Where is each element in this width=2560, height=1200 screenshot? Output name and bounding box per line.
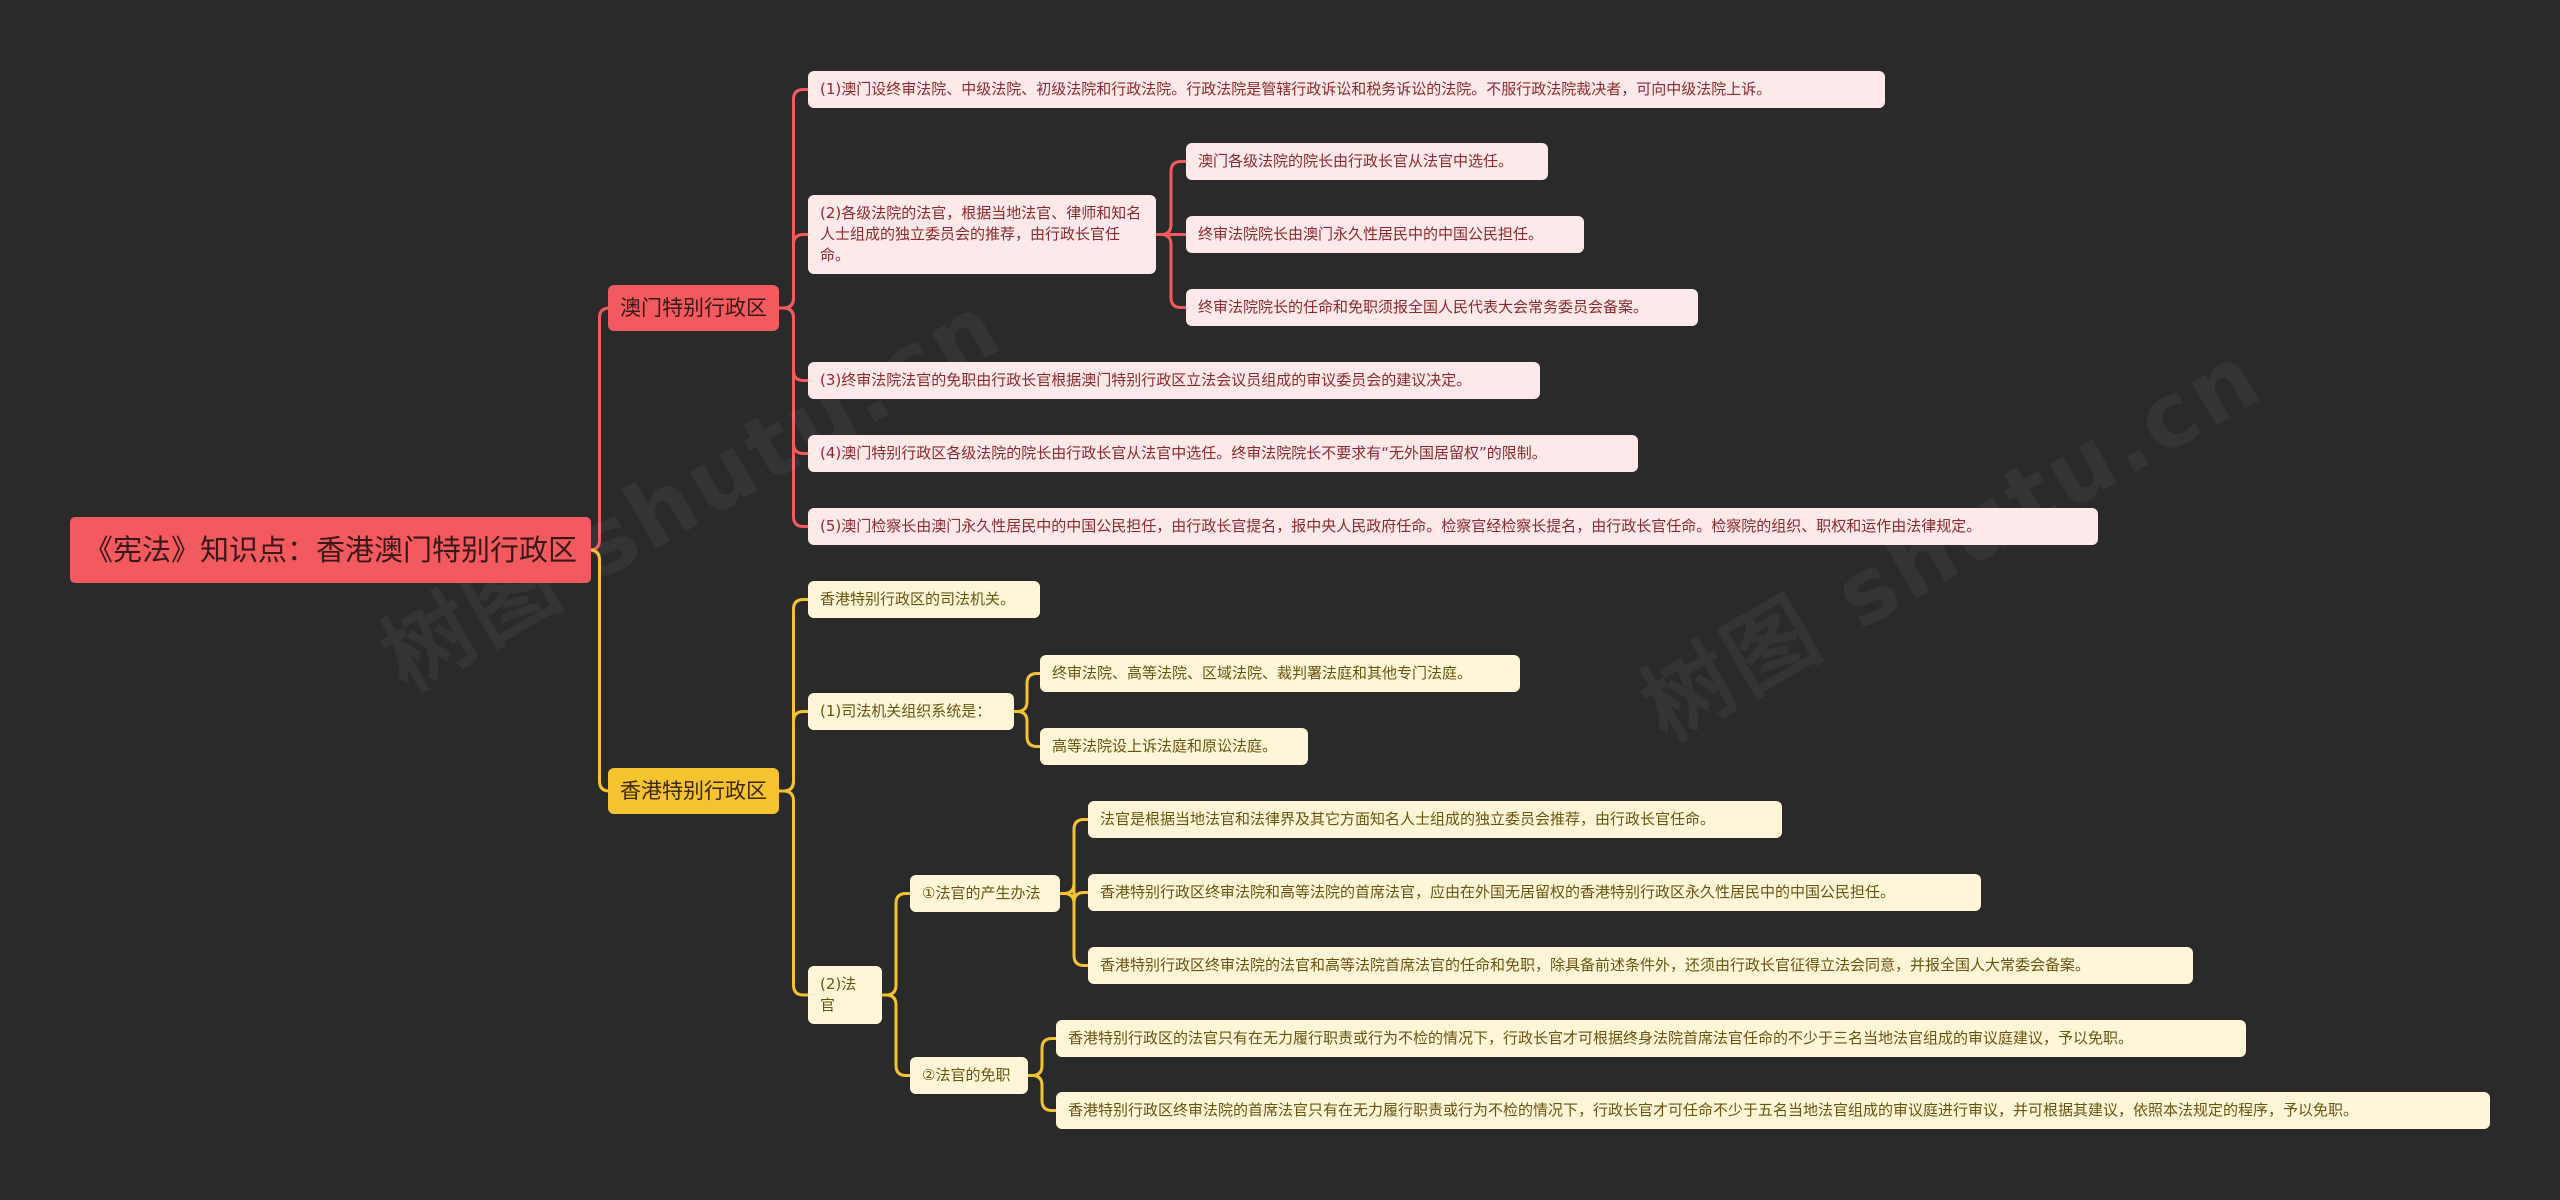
macau-item-2a[interactable]: 澳门各级法院的院长由行政长官从法官中选任。 <box>1186 143 1548 180</box>
connector <box>1014 710 1040 748</box>
macau-item-2b[interactable]: 终审法院院长由澳门永久性居民中的中国公民担任。 <box>1186 216 1584 253</box>
macau-item-3[interactable]: (3)终审法院法官的免职由行政长官根据澳门特别行政区立法会议员组成的审议委员会的… <box>808 362 1540 399</box>
connector <box>882 993 910 1077</box>
connector <box>779 710 808 793</box>
connector <box>1060 818 1088 895</box>
connector <box>779 789 808 997</box>
hk-item-2a1[interactable]: 法官是根据当地法官和法律界及其它方面知名人士组成的独立委员会推荐，由行政长官任命… <box>1088 801 1782 838</box>
hk-item-2a2[interactable]: 香港特别行政区终审法院和高等法院的首席法官，应由在外国无居留权的香港特别行政区永… <box>1088 874 1981 911</box>
connector <box>779 306 808 528</box>
hk-item-2b2[interactable]: 香港特别行政区终审法院的首席法官只有在无力履行职责或行为不检的情况下，行政长官才… <box>1056 1092 2490 1129</box>
connector <box>1060 892 1088 967</box>
hk-item-1[interactable]: (1)司法机关组织系统是： <box>808 693 1014 730</box>
root-node[interactable]: 《宪法》知识点：香港澳门特别行政区 <box>70 517 592 583</box>
hk-item-2[interactable]: (2)法官 <box>808 966 882 1024</box>
macau-item-4[interactable]: (4)澳门特别行政区各级法院的院长由行政长官从法官中选任。终审法院院长不要求有“… <box>808 435 1638 472</box>
hk-item-0[interactable]: 香港特别行政区的司法机关。 <box>808 581 1040 618</box>
connector <box>882 892 910 997</box>
hk-item-2b[interactable]: ②法官的免职 <box>910 1057 1028 1094</box>
connector <box>1156 233 1186 309</box>
hk-item-2a3[interactable]: 香港特别行政区终审法院的法官和高等法院首席法官的任命和免职，除具备前述条件外，还… <box>1088 947 2193 984</box>
connector <box>779 233 808 310</box>
macau-item-5[interactable]: (5)澳门检察长由澳门永久性居民中的中国公民担任，由行政长官提名，报中央人民政府… <box>808 508 2098 545</box>
connector <box>1028 1074 1056 1112</box>
macau-item-2[interactable]: (2)各级法院的法官，根据当地法官、律师和知名人士组成的独立委员会的推荐，由行政… <box>808 195 1156 274</box>
branch-macau[interactable]: 澳门特别行政区 <box>608 285 779 331</box>
connector <box>1028 1037 1056 1077</box>
hk-item-1b[interactable]: 高等法院设上诉法庭和原讼法庭。 <box>1040 728 1308 765</box>
connector <box>589 548 610 793</box>
connector <box>1014 672 1040 713</box>
hk-item-2b1[interactable]: 香港特别行政区的法官只有在无力履行职责或行为不检的情况下，行政长官才可根据终身法… <box>1056 1020 2246 1057</box>
macau-item-2c[interactable]: 终审法院院长的任命和免职须报全国人民代表大会常务委员会备案。 <box>1186 289 1698 326</box>
macau-item-1[interactable]: (1)澳门设终审法院、中级法院、初级法院和行政法院。行政法院是管辖行政诉讼和税务… <box>808 71 1885 108</box>
hk-item-2a[interactable]: ①法官的产生办法 <box>910 875 1060 912</box>
branch-hongkong[interactable]: 香港特别行政区 <box>608 768 779 814</box>
hk-item-1a[interactable]: 终审法院、高等法院、区域法院、裁判署法庭和其他专门法庭。 <box>1040 655 1520 692</box>
connector <box>1156 160 1186 236</box>
